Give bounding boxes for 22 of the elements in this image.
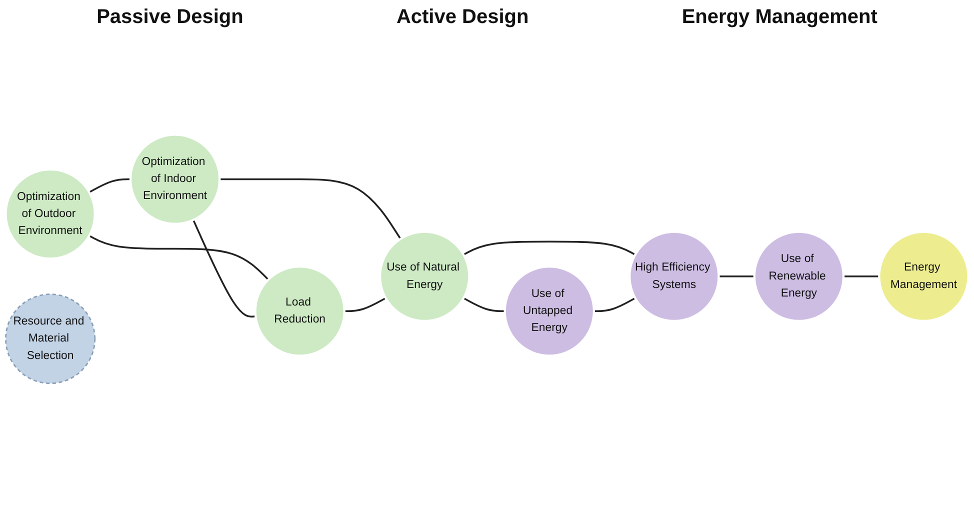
node-circle: Use of Renewable Energy: [753, 230, 845, 322]
node-circle: Optimization of Outdoor Environment: [4, 168, 96, 260]
connector: [192, 220, 256, 318]
node-circle: Optimization of Indoor Environment: [129, 134, 221, 225]
node-circle: Use of Untapped Energy: [504, 266, 596, 357]
node-circle: High Efficiency Systems: [628, 230, 720, 322]
section-heading: Passive Design: [96, 6, 244, 29]
node-circle: Use of Natural Energy: [378, 230, 470, 322]
node-circle: Energy Management: [878, 230, 970, 322]
connector: [88, 234, 269, 280]
connector: [220, 178, 402, 240]
connector: [594, 297, 636, 312]
connector: [844, 276, 880, 278]
connector: [88, 178, 130, 194]
connector: [344, 297, 386, 312]
node-circle: Resource and Material Selection: [5, 294, 96, 384]
node-circle: Load Reduction: [254, 266, 346, 357]
connector: [463, 240, 636, 256]
connector: [718, 276, 754, 278]
section-heading: Energy Management: [682, 6, 878, 29]
connector: [463, 297, 505, 312]
section-heading: Active Design: [396, 6, 529, 29]
